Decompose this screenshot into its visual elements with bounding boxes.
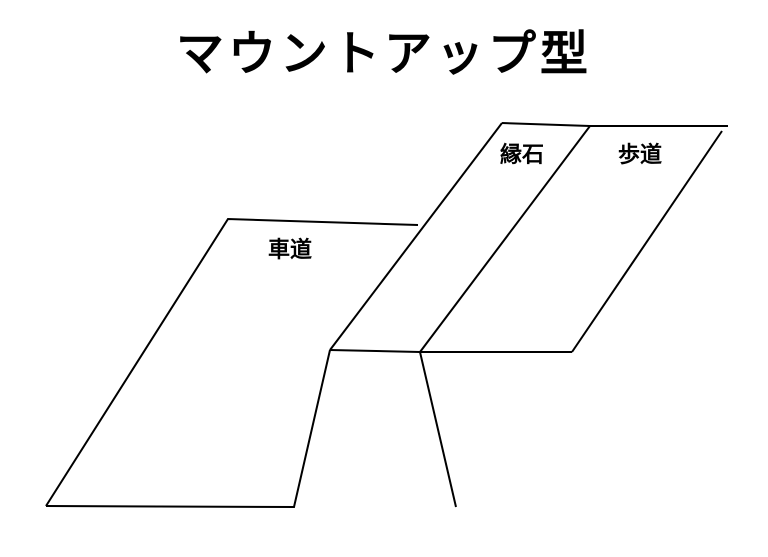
curb-drop-line [419, 351, 457, 508]
diagram-title: マウントアップ型 [175, 26, 592, 82]
sidewalk-label: 歩道 [618, 142, 662, 168]
curb-bottom [329, 349, 421, 353]
roadway-label: 車道 [268, 237, 312, 263]
roadway-surface [45, 217, 419, 507]
curb-top [501, 122, 591, 127]
curb-slope-right [419, 125, 591, 353]
roadway-edge [45, 349, 331, 509]
sidewalk-far-edge [571, 130, 723, 353]
curb-slope-left [329, 122, 503, 351]
curb-label: 縁石 [500, 142, 544, 168]
